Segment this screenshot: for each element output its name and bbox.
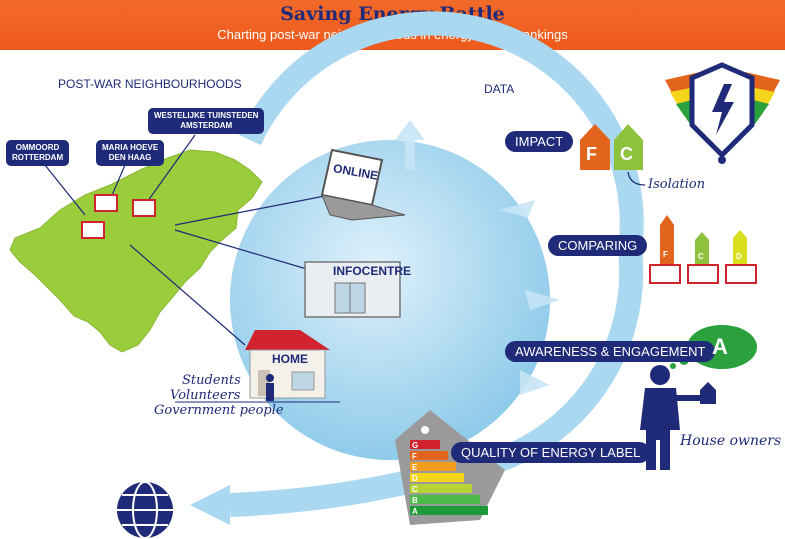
location-tag-den-haag: MARIA HOEVE DEN HAAG	[96, 140, 165, 166]
energy-letter-a: A	[412, 507, 418, 516]
location-name: MARIA HOEVE	[102, 143, 159, 152]
world-icon	[117, 481, 173, 539]
house-owner-figure	[640, 365, 716, 470]
location-city: AMSTERDAM	[180, 121, 233, 130]
comparing-bars	[649, 215, 757, 284]
energy-label-tag	[395, 410, 505, 525]
map-heading: POST-WAR NEIGHBOURHOODS	[58, 77, 242, 91]
isolation-note: Isolation	[648, 177, 706, 192]
data-label: DATA	[484, 82, 515, 96]
shield-logo	[665, 62, 780, 164]
location-tag-rotterdam: OMMOORD ROTTERDAM	[6, 140, 70, 166]
cycle-arrowhead	[190, 485, 230, 525]
energy-letter-f: F	[412, 452, 417, 461]
location-tag-amsterdam: WESTELIJKE TUINSTEDEN AMSTERDAM	[148, 108, 265, 134]
step-awareness: AWARENESS & ENGAGEMENT	[505, 341, 716, 362]
step-impact: IMPACT	[505, 131, 574, 152]
energy-letter-e: E	[412, 463, 418, 472]
location-city: ROTTERDAM	[12, 153, 64, 162]
awareness-label-a: A	[712, 334, 728, 359]
home-people-students: Students	[182, 373, 241, 388]
connector-lines	[44, 134, 331, 346]
house-owners-label: House owners	[680, 433, 782, 449]
location-city: DEN HAAG	[108, 153, 152, 162]
comparing-label-f: F	[663, 250, 668, 259]
location-name: WESTELIJKE TUINSTEDEN	[154, 111, 259, 120]
isolation-pointer	[627, 171, 646, 186]
home-people-volunteers: Volunteers	[170, 388, 241, 403]
home-people-government: Government people	[154, 403, 284, 418]
energy-label-letters: G F E D C B A	[412, 440, 418, 517]
energy-letter-b: B	[412, 496, 418, 505]
person-icon	[266, 374, 274, 401]
energy-letter-d: D	[412, 474, 418, 483]
home-label: HOME	[272, 352, 308, 366]
laptop-icon	[320, 148, 406, 221]
impact-label-c: C	[620, 144, 633, 164]
comparing-label-d: D	[736, 252, 742, 261]
step-quality: QUALITY OF ENERGY LABEL	[451, 442, 651, 463]
impact-label-f: F	[586, 144, 597, 164]
globe-rays	[395, 120, 560, 395]
comparing-label-c: C	[698, 252, 704, 261]
impact-labels	[580, 124, 643, 170]
neighbourhood-houses	[81, 194, 156, 239]
energy-letter-g: G	[412, 441, 419, 450]
infocentre-label: INFOCENTRE	[333, 264, 411, 278]
infocentre-building	[304, 261, 401, 318]
location-name: OMMOORD	[15, 143, 60, 152]
energy-letter-c: C	[412, 485, 418, 494]
step-comparing: COMPARING	[548, 235, 648, 256]
